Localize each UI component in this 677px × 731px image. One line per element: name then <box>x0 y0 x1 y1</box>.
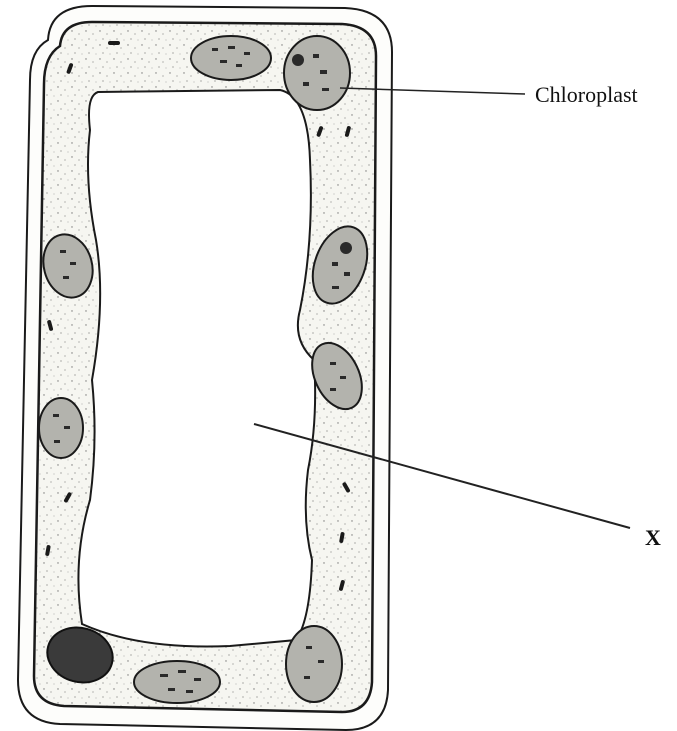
vacuole <box>78 90 315 647</box>
chloroplast-label: Chloroplast <box>535 82 638 107</box>
chloroplast-bottom-right <box>286 626 342 702</box>
chloroplast-bottom-center <box>134 661 220 703</box>
chloroplast-left-lower <box>39 398 83 458</box>
chloroplast-top-right <box>284 36 350 110</box>
x-label: X <box>645 525 661 550</box>
chloroplast-top-left <box>191 36 271 80</box>
